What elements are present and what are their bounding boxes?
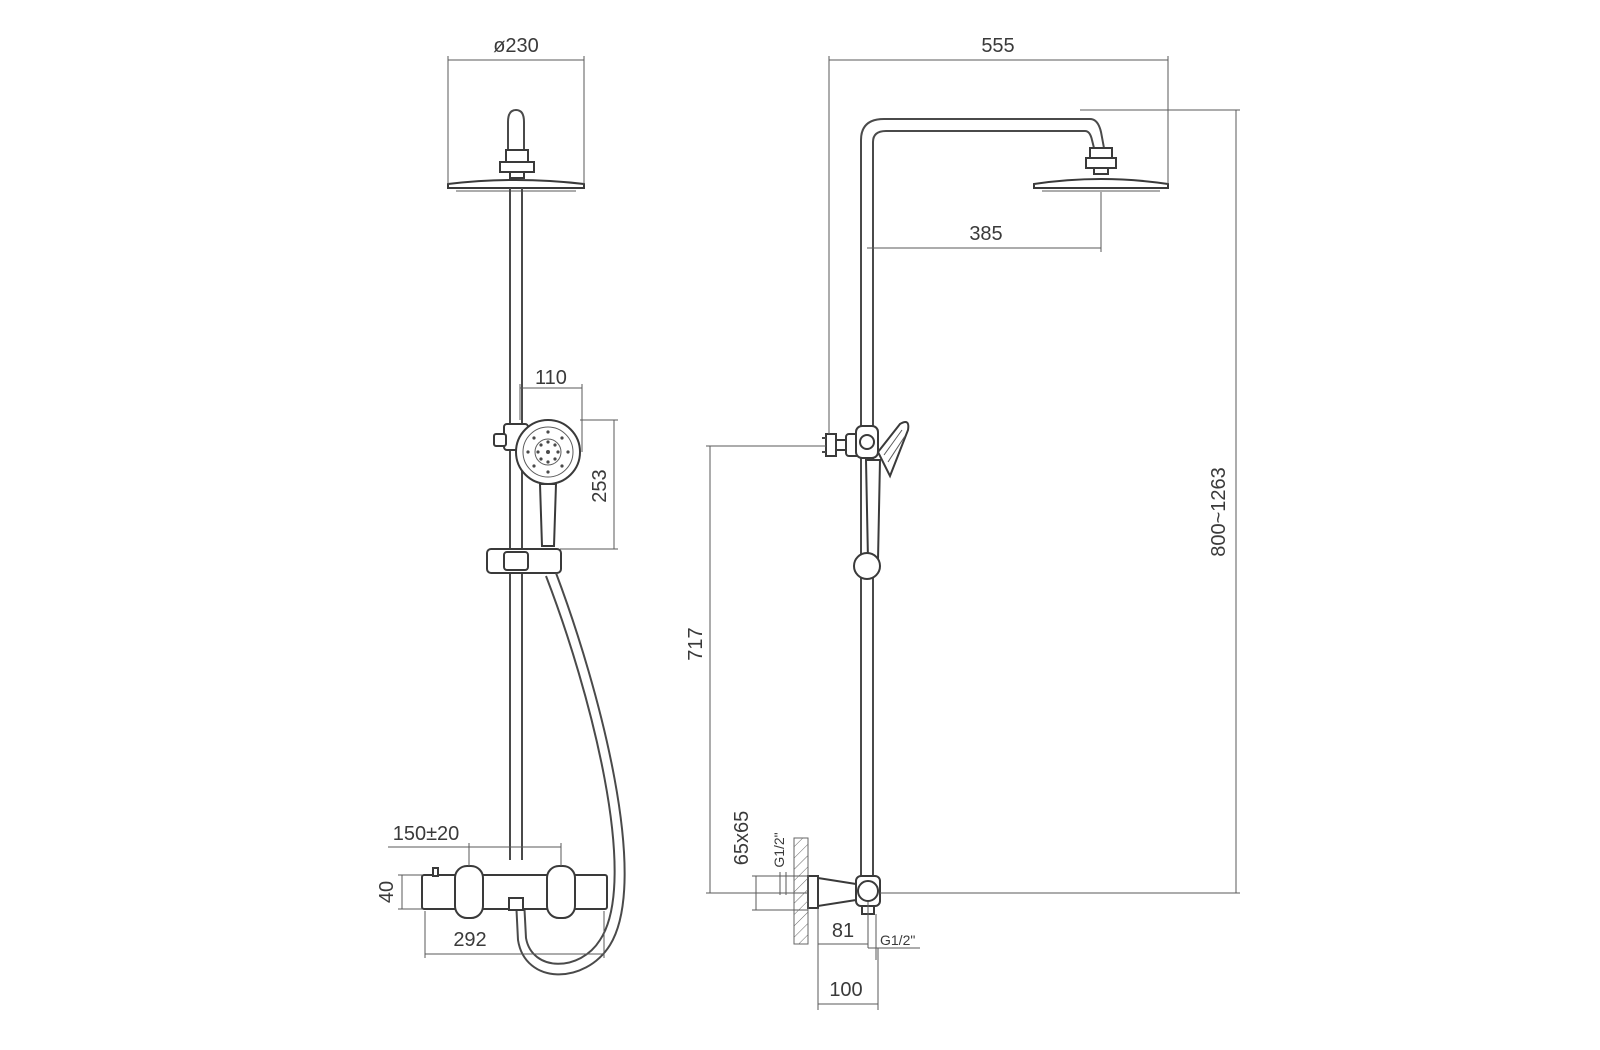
dim-holder-height-text: 717 [685,627,707,660]
dim-head-offset-text: 385 [969,223,1002,245]
dim-wall-flange-text: 65x65 [731,811,753,866]
dim-inlet-spacing-text: 150±20 [393,823,460,845]
side-shower-head [1033,147,1169,192]
dim-head-diameter-text: ø230 [493,35,539,57]
front-rail [509,188,523,860]
front-slider [486,548,562,574]
dim-flange-depth-text: 100 [829,979,862,1001]
dim-height-range-text: 800~1263 [1208,467,1230,557]
dim-head-diameter: ø230 [447,35,585,184]
dim-hand-shower-height-text: 253 [589,469,611,502]
label-thread-wall: G1/2" [771,832,787,867]
front-shower-head [447,108,585,192]
dim-valve-width-text: 292 [453,929,486,951]
dim-holder-height: 717 [685,445,826,894]
front-view: ø230 110 253 150±20 40 [376,35,626,976]
side-view: 555 385 800~1263 717 65x65 [685,35,1240,1010]
dim-valve-depth-text: 81 [832,920,854,942]
dim-valve-width: 292 [424,911,605,958]
dim-valve-depth: 81 [817,902,869,948]
front-thermostatic-valve [421,865,608,919]
side-slider [853,552,881,580]
dim-hand-shower-width-text: 110 [535,367,567,389]
front-hand-shower [515,419,581,547]
label-thread-wall-group: G1/2" [770,832,808,895]
dim-overall-reach-text: 555 [981,35,1014,57]
front-hose [515,572,626,976]
dim-hand-shower-width: 110 [519,367,583,452]
label-thread-outlet-group: G1/2" [868,914,920,960]
dim-hand-shower-height: 253 [560,419,618,550]
dim-height-range: 800~1263 [880,109,1240,894]
dim-valve-height: 40 [376,874,422,910]
side-wall-hatch [793,837,809,945]
side-valve [807,875,881,915]
dim-head-offset: 385 [867,192,1102,252]
dim-valve-height-text: 40 [376,881,398,903]
dim-inlet-spacing: 150±20 [388,823,562,866]
side-hand-shower [864,421,910,561]
dim-overall-reach: 555 [828,35,1169,434]
label-thread-outlet: G1/2" [880,932,915,948]
side-overhead-arm [860,118,1105,426]
dim-flange-depth: 100 [817,948,879,1010]
